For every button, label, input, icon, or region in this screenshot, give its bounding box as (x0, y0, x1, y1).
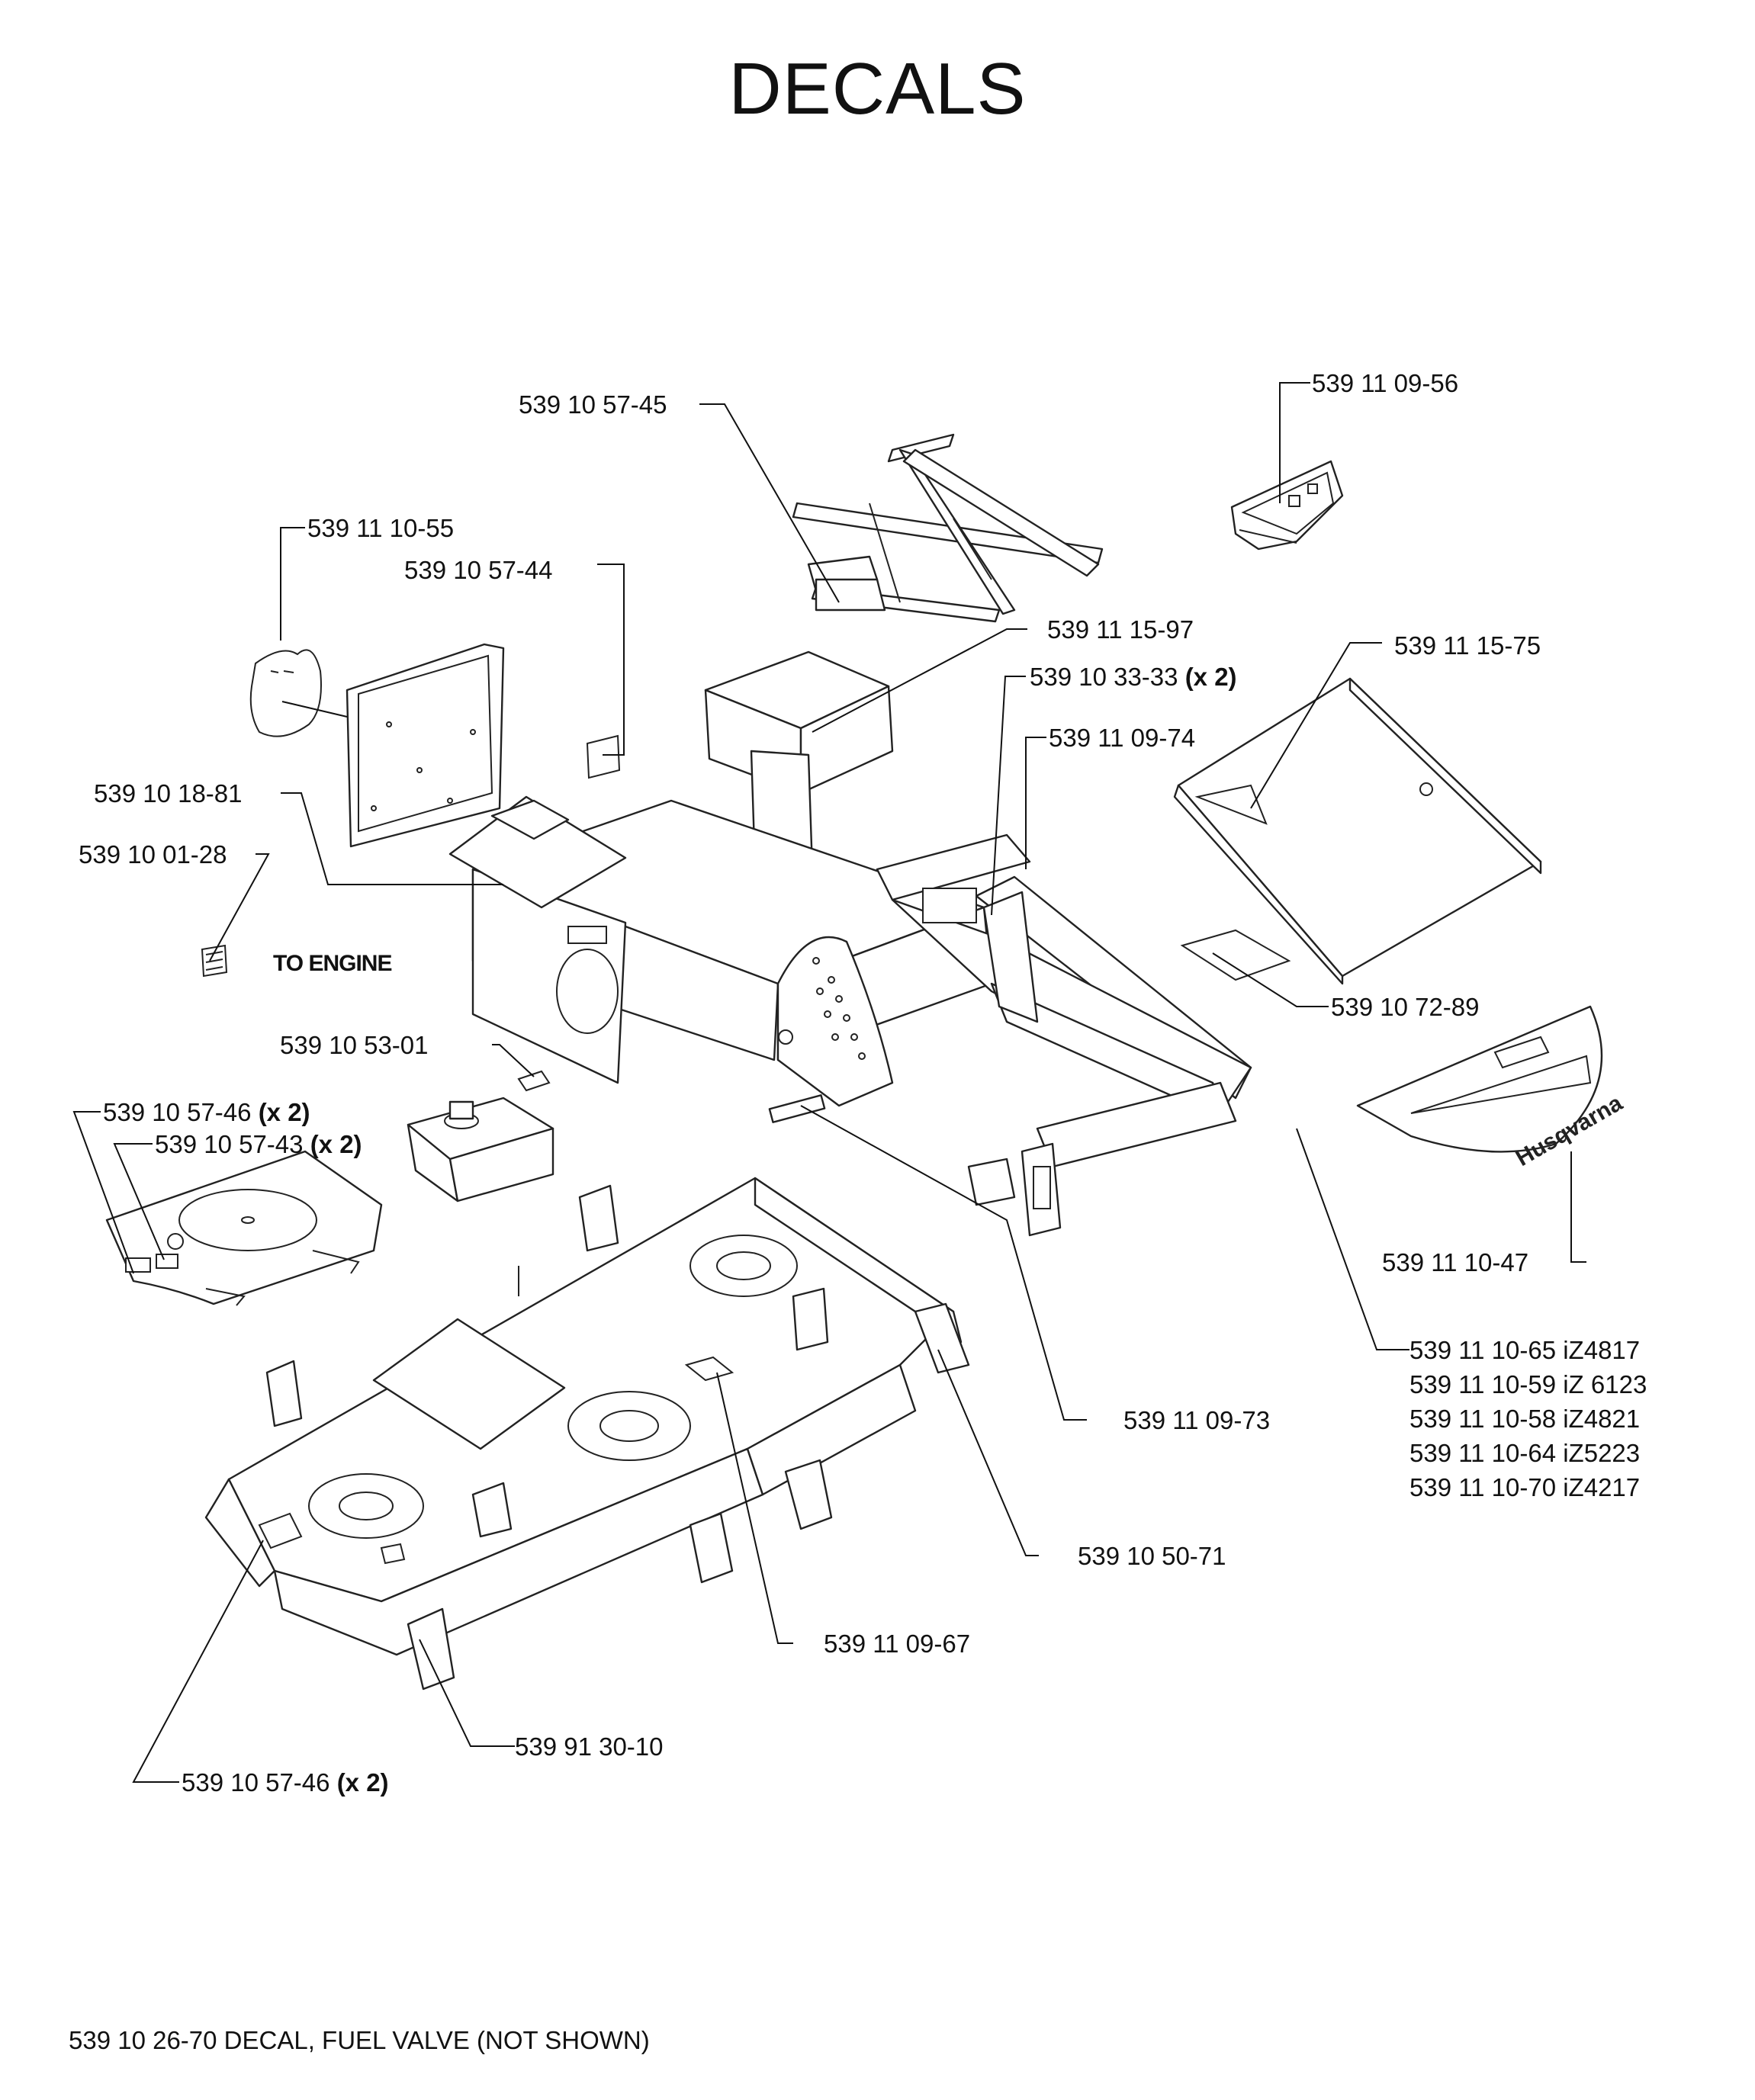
main-frame (448, 650, 1252, 1237)
callout-c8: 539 11 09-74 (1049, 724, 1195, 752)
callout-c19: 539 91 30-10 (515, 1732, 664, 1761)
callout-c5: 539 11 15-97 (1047, 615, 1194, 644)
callout-c20: 539 10 57-46 (x 2) (182, 1768, 389, 1797)
callout-c1: 539 10 57-45 (519, 390, 667, 419)
decal-rect-small (586, 734, 621, 779)
mower-deck (204, 1177, 970, 1691)
callout-c9: 539 10 18-81 (94, 779, 243, 808)
page-title: DECALS (728, 48, 1027, 130)
side-plate-holes (778, 957, 866, 1060)
floor-pan (1173, 677, 1542, 985)
callout-c18: 539 11 09-67 (824, 1630, 970, 1658)
callout-c17: 539 10 50-71 (1078, 1542, 1226, 1570)
rear-bracket (1230, 460, 1344, 551)
callout-c7: 539 11 15-75 (1394, 631, 1541, 660)
model-list-item: 539 11 10-65 iZ4817 (1409, 1336, 1640, 1364)
leader-lines (72, 382, 1586, 1783)
callout-c3: 539 11 10-55 (307, 514, 454, 542)
callout-c16: 539 11 09-73 (1123, 1406, 1270, 1434)
model-list-item: 539 11 10-59 iZ 6123 (1409, 1370, 1647, 1398)
side-panel (1356, 1005, 1603, 1153)
seat-support-frame (792, 433, 1104, 623)
fuel-tank (407, 1070, 554, 1203)
callout-c11: 539 10 72-89 (1331, 993, 1480, 1021)
seat-cover-decal (249, 649, 322, 737)
seat-pan (346, 643, 505, 848)
footrest-plate (105, 1150, 383, 1306)
callout-c4: 539 10 57-44 (404, 556, 553, 584)
callout-c14: 539 10 57-43 (x 2) (155, 1130, 362, 1158)
model-list-item: 539 11 10-70 iZ4217 (1409, 1473, 1640, 1501)
to-engine-label: TO ENGINE (273, 951, 391, 976)
callout-c13: 539 10 57-46 (x 2) (103, 1098, 310, 1126)
model-list-item: 539 11 10-58 iZ4821 (1409, 1405, 1640, 1433)
callout-c10: 539 10 01-28 (79, 840, 227, 869)
callout-c15: 539 11 10-47 (1382, 1248, 1528, 1276)
callout-c2: 539 11 09-56 (1312, 369, 1458, 397)
to-engine-decal (201, 944, 228, 978)
callout-c12: 539 10 53-01 (280, 1031, 429, 1059)
model-list-item: 539 11 10-64 iZ5223 (1409, 1439, 1640, 1467)
callout-c6: 539 10 33-33 (x 2) (1030, 663, 1237, 691)
footnote: 539 10 26-70 DECAL, FUEL VALVE (NOT SHOW… (69, 2026, 650, 2054)
callout-labels: 539 10 57-45 539 11 09-56 539 11 10-55 5… (79, 369, 1647, 1797)
